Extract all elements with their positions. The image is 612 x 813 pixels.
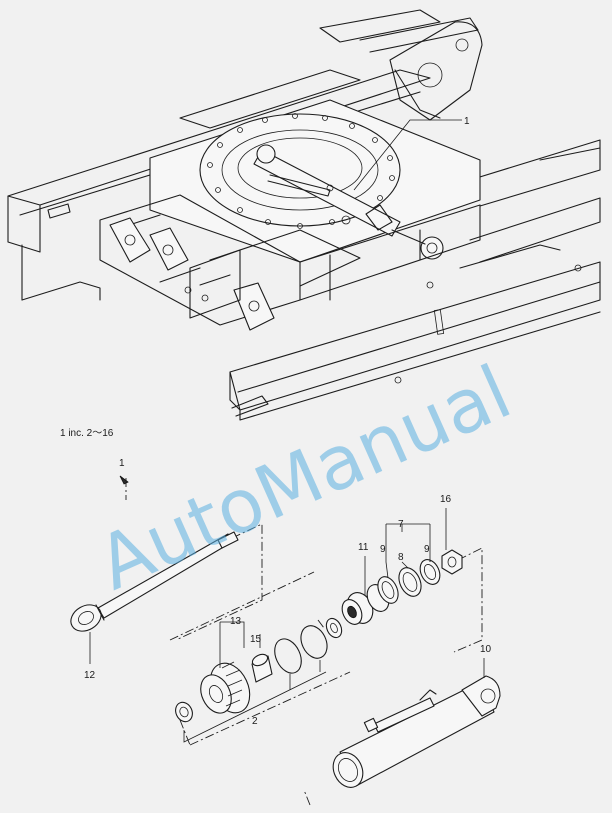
machine-frame-assembly [7, 9, 601, 421]
callout-leaders [89, 508, 485, 743]
callout-12: 12 [84, 670, 96, 681]
seal-rings [175, 617, 343, 723]
callout-8: 8 [398, 552, 404, 563]
callout-16: 16 [440, 494, 452, 505]
part-16-nut [441, 549, 463, 575]
callout-2: 2 [252, 716, 258, 727]
part-13-cylinder-head [200, 661, 251, 714]
assembly-reference-lines [125, 478, 483, 806]
part-12-piston-rod [70, 531, 239, 632]
callout-13: 13 [230, 616, 242, 627]
callout-10: 10 [480, 644, 492, 655]
part-10-cylinder-tube [332, 675, 501, 788]
callout-9-right: 9 [424, 544, 430, 555]
callout-9-left: 9 [380, 544, 386, 555]
callout-1-top: 1 [464, 116, 470, 127]
group-label: 1 inc. 2〜16 [60, 428, 114, 439]
part-15-bushing [251, 653, 273, 683]
bearing-bolt-holes [207, 113, 395, 229]
part-9-8-9-piston-rings [377, 559, 441, 604]
callout-1-group: 1 [119, 458, 125, 469]
callout-7: 7 [398, 519, 404, 530]
group-arrow-marker [119, 475, 129, 485]
installed-cylinder [253, 144, 444, 260]
callout-15: 15 [250, 634, 262, 645]
callout-11: 11 [358, 542, 369, 553]
